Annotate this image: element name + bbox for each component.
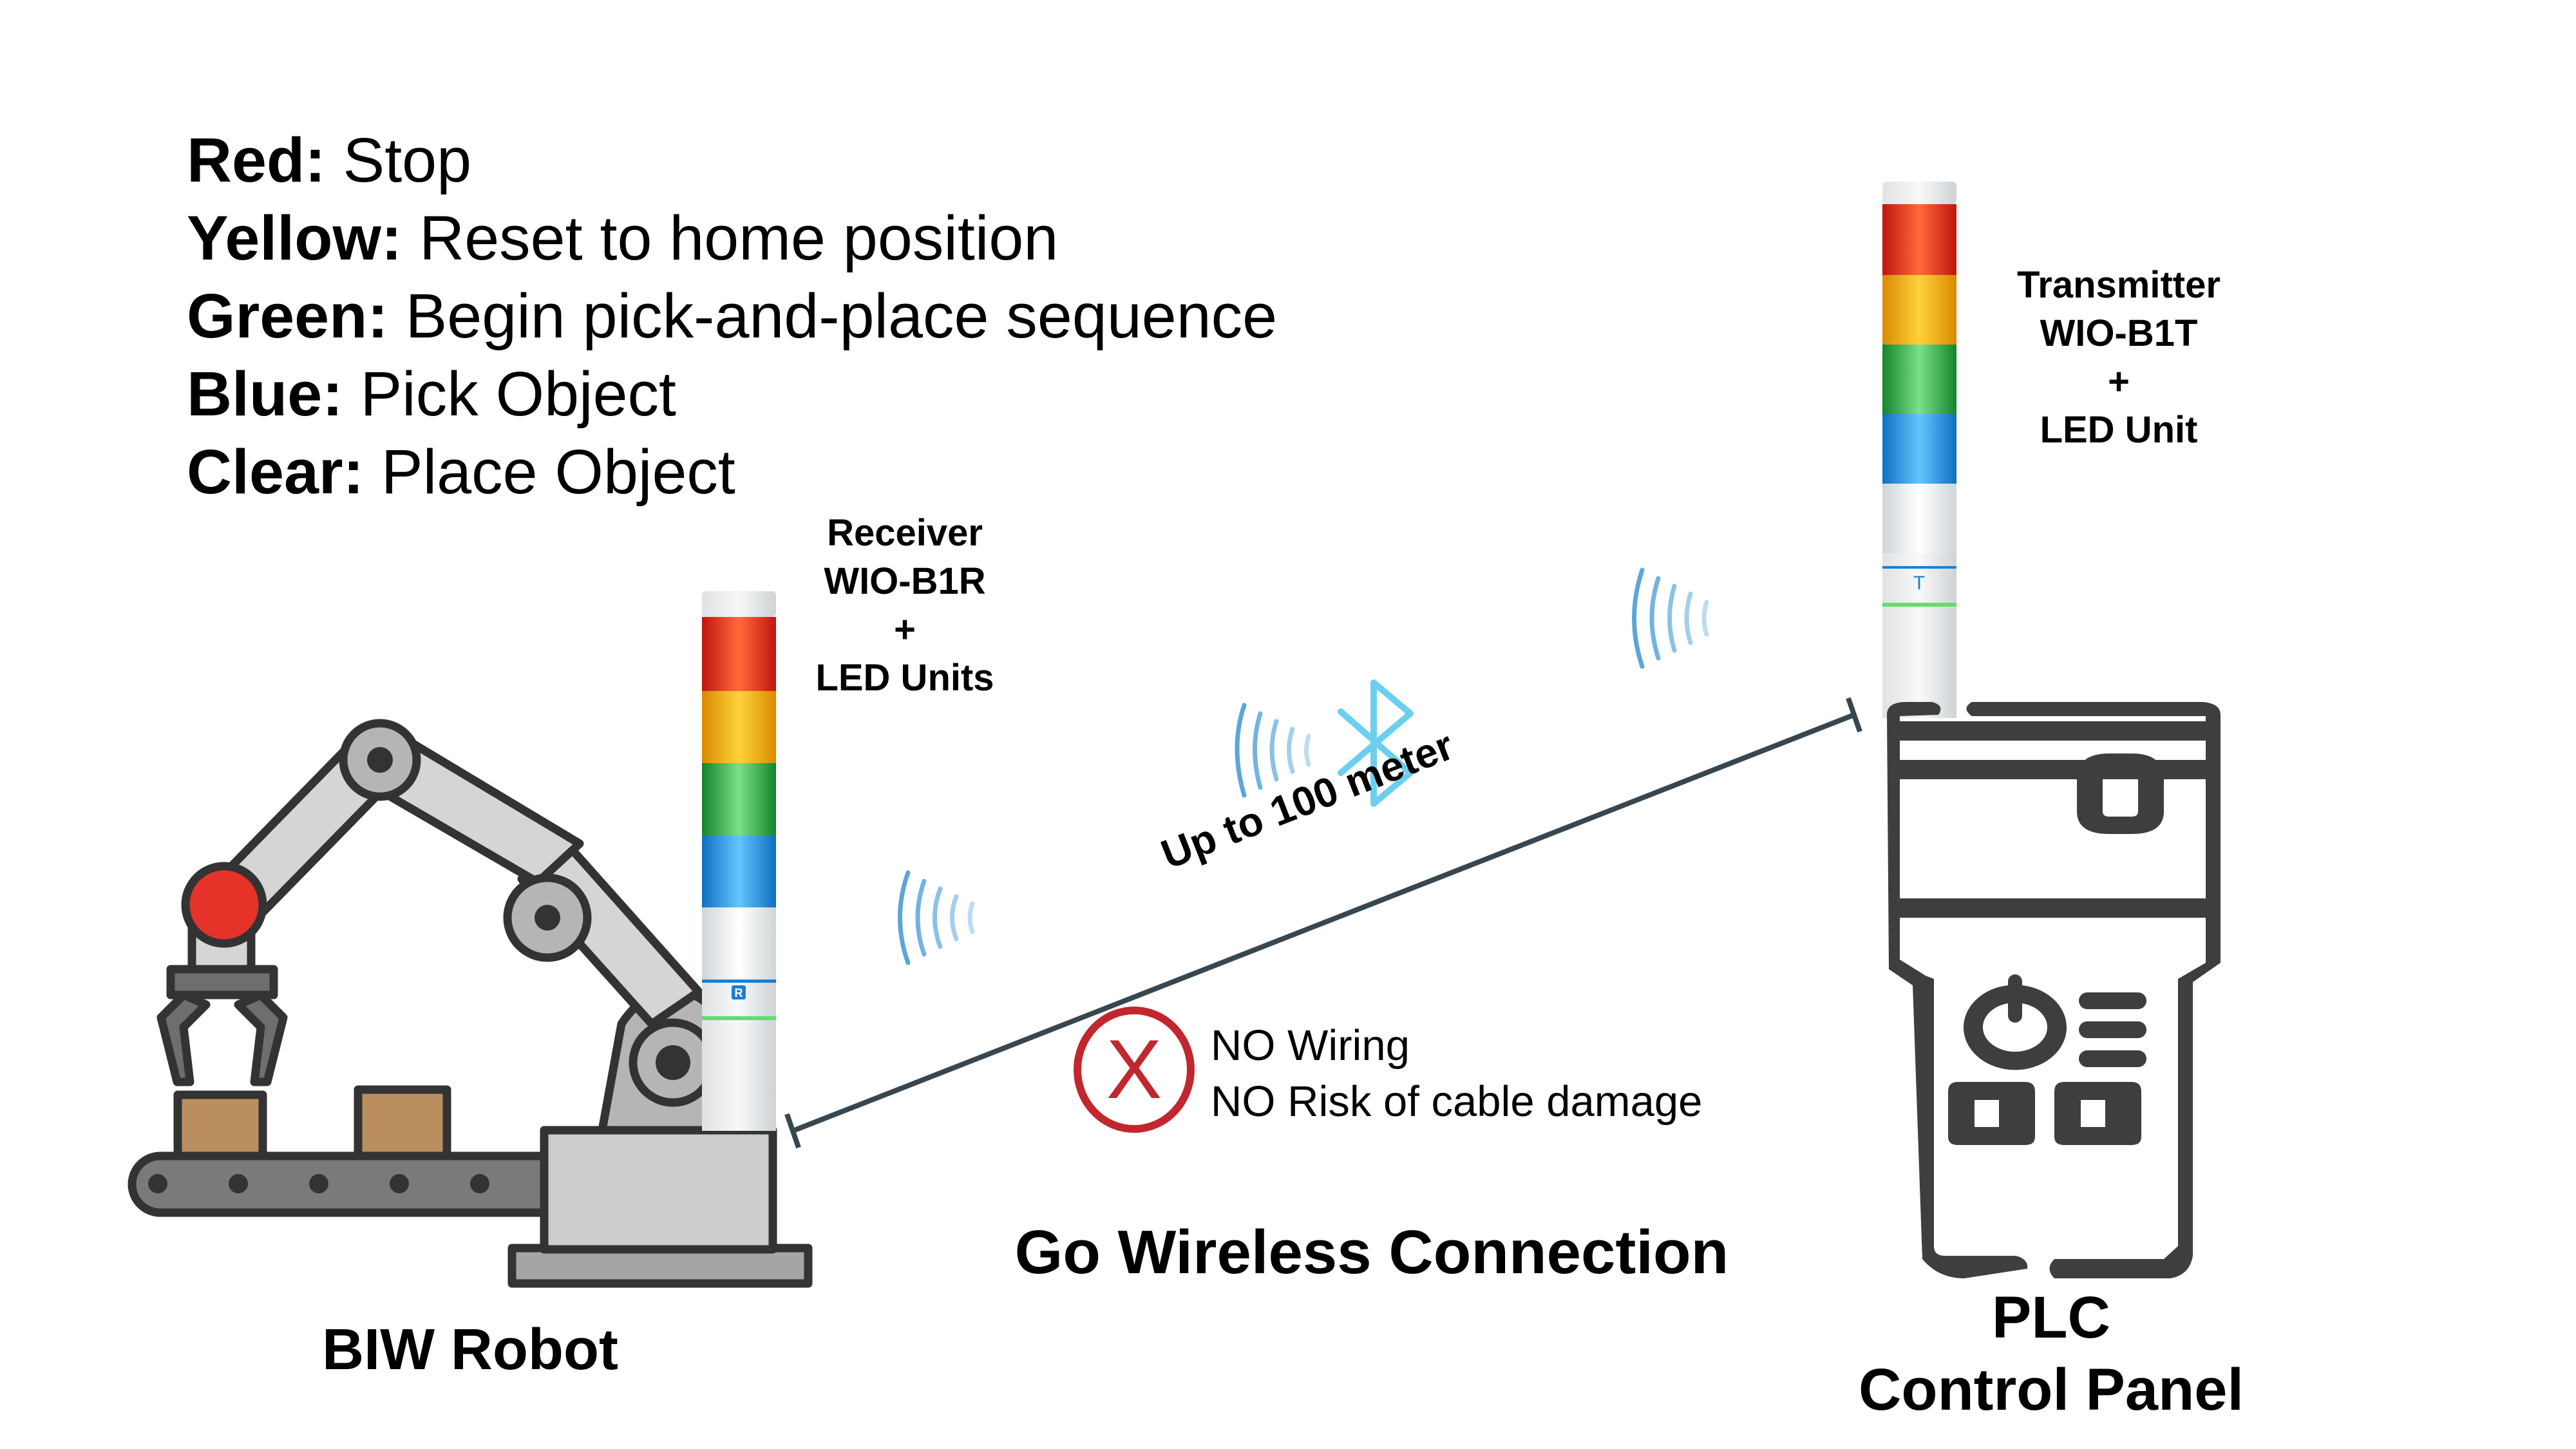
wireless-waves-center [1235, 703, 1311, 798]
svg-text:X: X [1106, 1022, 1162, 1116]
plc-label: PLC Control Panel [1858, 1285, 2244, 1423]
transmitter-label: Transmitter WIO-B1T + LED Unit [2017, 264, 2221, 451]
bluetooth-icon [1338, 679, 1414, 807]
gripper-right-claw [234, 990, 288, 1086]
conveyor-belt [128, 1151, 574, 1217]
range-dimension-line [784, 697, 1862, 1149]
robot-label: BIW Robot [322, 1318, 618, 1382]
transmitter-badge: T [1913, 573, 1925, 594]
legend-item-clear: Clear: Place Object [187, 437, 735, 507]
cargo-box [173, 1090, 267, 1160]
legend-item-red: Red: Stop [187, 125, 472, 195]
plc-control-panel-icon [1887, 702, 2221, 1278]
conveyor-rollers [148, 1174, 489, 1193]
robot-red-joint [181, 862, 267, 948]
wireless-waves-transmitter [1632, 567, 1709, 669]
go-wireless-heading: Go Wireless Connection [1014, 1218, 1729, 1287]
wireless-waves-receiver [898, 870, 975, 965]
receiver-signal-tower: R [702, 591, 776, 1131]
color-legend: Red: Stop Yellow: Reset to home position… [187, 121, 1277, 511]
robot-base [540, 1126, 777, 1254]
robot-illustration [128, 719, 813, 1288]
receiver-badge: R [735, 987, 743, 999]
transmitter-signal-tower: T [1882, 182, 1956, 718]
no-wiring-icon: X [1074, 1007, 1195, 1133]
legend-item-yellow: Yellow: Reset to home position [187, 203, 1059, 273]
legend-item-green: Green: Begin pick-and-place sequence [187, 281, 1278, 351]
cargo-box [354, 1085, 451, 1160]
gripper-mount [166, 965, 278, 999]
no-wiring-text: NO Wiring NO Risk of cable damage [1211, 1021, 1703, 1126]
legend-item-blue: Blue: Pick Object [187, 359, 676, 429]
gripper-left-claw [156, 990, 211, 1086]
receiver-label: Receiver WIO-B1R + LED Units [815, 512, 994, 699]
